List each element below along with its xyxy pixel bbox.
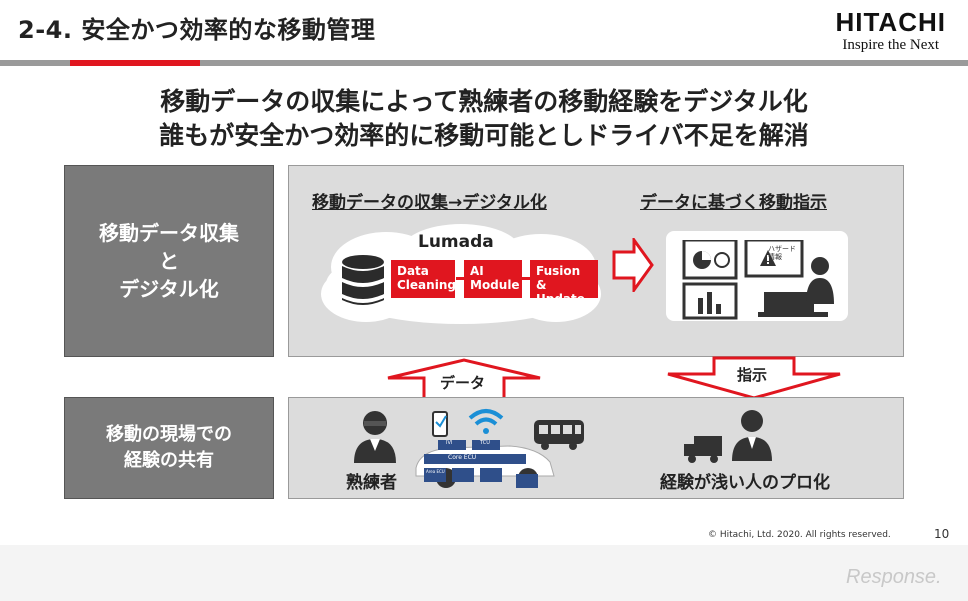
up-arrow-label: データ bbox=[440, 374, 486, 392]
wifi-icon bbox=[468, 409, 504, 434]
bus-icon bbox=[534, 420, 584, 450]
copyright-text: © Hitachi, Ltd. 2020. All rights reserve… bbox=[708, 530, 891, 540]
data-cleaning-box: Data Cleaning bbox=[391, 260, 456, 298]
fusion-update-box: Fusion & Update bbox=[530, 260, 598, 306]
response-watermark: Response. bbox=[846, 566, 942, 588]
collection-label-1: 移動データ収集 bbox=[99, 221, 239, 245]
hazard-label-line-1: ハザード bbox=[768, 245, 796, 253]
connector-line bbox=[522, 277, 530, 280]
up-arrow-icon bbox=[387, 358, 541, 402]
page-title: 2-4. 安全かつ効率的な移動管理 bbox=[18, 16, 376, 44]
hazard-label: ハザード 情報 bbox=[768, 245, 796, 261]
monitor-icons bbox=[682, 240, 834, 320]
field-label-1: 移動の現場での bbox=[106, 424, 232, 445]
collection-label-box: 移動データ収集 と デジタル化 bbox=[64, 165, 274, 357]
box-line: Fusion & bbox=[536, 264, 581, 292]
page-number: 10 bbox=[934, 527, 950, 541]
field-label-box: 移動の現場での 経験の共有 bbox=[64, 397, 274, 499]
ai-module-box: AI Module bbox=[464, 260, 522, 298]
database-icon bbox=[342, 255, 384, 305]
header-rule bbox=[0, 60, 968, 66]
box-line: Module bbox=[470, 278, 520, 292]
down-arrow-label: 指示 bbox=[737, 366, 768, 384]
hazard-label-line-2: 情報 bbox=[768, 253, 782, 261]
core-ecu-label: Core ECU bbox=[448, 454, 477, 461]
box-line: AI bbox=[470, 264, 484, 278]
novice-label: 経験が浅い人のプロ化 bbox=[660, 473, 830, 493]
collection-label-2: と bbox=[159, 249, 179, 273]
down-arrow-icon bbox=[667, 356, 841, 400]
logo-name: HITACHI bbox=[835, 7, 946, 37]
hitachi-logo: HITACHI Inspire the Next bbox=[835, 8, 946, 54]
footer-band bbox=[0, 545, 968, 601]
headline-line-2: 誰もが安全かつ効率的に移動可能としドライバ不足を解消 bbox=[159, 121, 809, 150]
ivi-label: IVI bbox=[446, 440, 453, 446]
collection-label-3: デジタル化 bbox=[119, 277, 219, 301]
connector-line bbox=[456, 277, 464, 280]
subtitle-collection: 移動データの収集→デジタル化 bbox=[312, 193, 547, 213]
expert-person-icon bbox=[354, 411, 396, 463]
right-arrow-icon bbox=[612, 238, 654, 292]
headline-line-1: 移動データの収集によって熟練者の移動経験をデジタル化 bbox=[160, 87, 808, 116]
tcu-label: TCU bbox=[480, 440, 490, 446]
area-ecu-label: Area ECU bbox=[426, 469, 445, 474]
expert-label: 熟練者 bbox=[346, 473, 397, 493]
lumada-label: Lumada bbox=[418, 232, 494, 252]
header-rule-accent bbox=[70, 60, 200, 66]
box-line: Update bbox=[536, 292, 585, 306]
field-label-2: 経験の共有 bbox=[124, 450, 214, 471]
logo-tagline: Inspire the Next bbox=[842, 37, 940, 53]
connected-car-icon bbox=[415, 440, 555, 488]
phone-icon bbox=[432, 411, 448, 437]
box-line: Data bbox=[397, 264, 429, 278]
truck-icon bbox=[684, 436, 722, 463]
novice-person-icon bbox=[732, 410, 772, 461]
box-line: Cleaning bbox=[397, 278, 456, 292]
subtitle-instruction: データに基づく移動指示 bbox=[640, 193, 827, 213]
